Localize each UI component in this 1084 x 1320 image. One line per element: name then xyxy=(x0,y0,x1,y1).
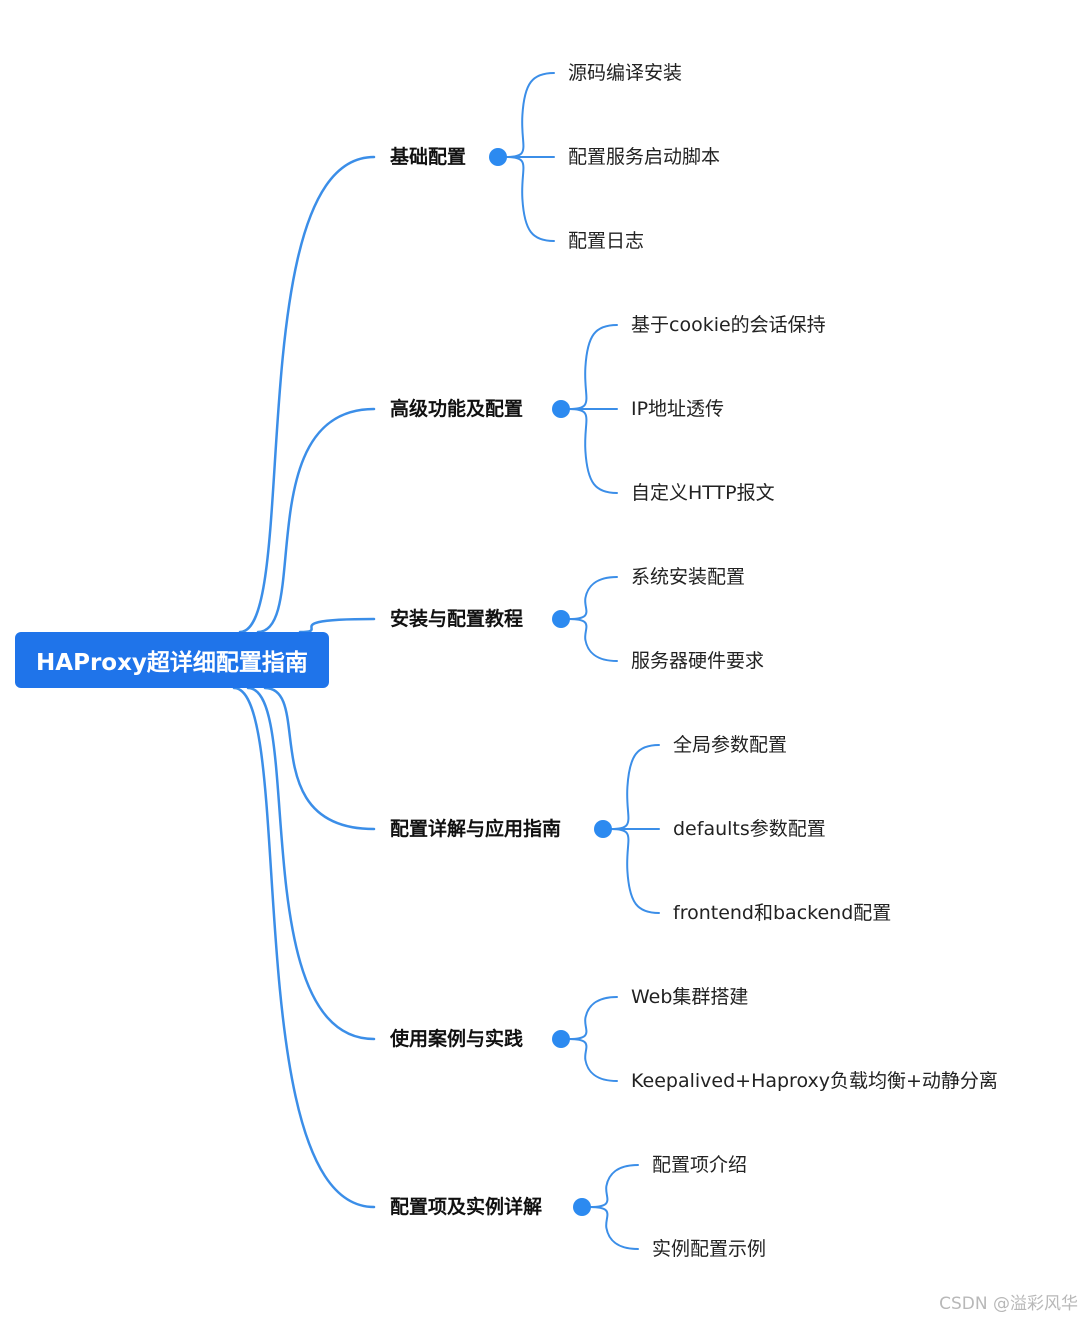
leaf-node[interactable]: IP地址透传 xyxy=(631,398,725,420)
branch-to-leaf-connector xyxy=(568,576,618,620)
leaf-node[interactable]: 全局参数配置 xyxy=(673,734,788,756)
root-to-branch-connector xyxy=(238,155,376,634)
branch-node-advanced-features[interactable]: 高级功能及配置 xyxy=(390,398,524,420)
branch-to-leaf-connector xyxy=(610,828,660,914)
leaf-node[interactable]: 配置服务启动脚本 xyxy=(568,146,721,168)
leaf-node[interactable]: 基于cookie的会话保持 xyxy=(631,314,826,336)
branch-to-leaf-connector xyxy=(589,1164,639,1208)
branch-to-leaf-connector xyxy=(610,744,660,830)
root-node[interactable]: HAProxy超详细配置指南 xyxy=(15,632,329,688)
root-to-branch-connector xyxy=(298,617,376,634)
branch-dot xyxy=(489,148,507,166)
branch-dot xyxy=(552,1030,570,1048)
branch-dot xyxy=(552,400,570,418)
branch-to-leaf-connector xyxy=(589,1206,639,1250)
branch-dot xyxy=(573,1198,591,1216)
root-to-branch-connector xyxy=(232,686,376,1209)
root-to-branch-connector xyxy=(256,407,376,634)
branch-dot xyxy=(594,820,612,838)
leaf-node[interactable]: frontend和backend配置 xyxy=(673,902,892,924)
leaf-node[interactable]: 服务器硬件要求 xyxy=(631,650,765,672)
branch-to-leaf-connector xyxy=(568,996,618,1040)
branch-to-leaf-connector xyxy=(568,408,618,494)
leaf-node[interactable]: 自定义HTTP报文 xyxy=(631,482,775,504)
branch-to-leaf-connector xyxy=(505,156,555,242)
branch-to-leaf-connector xyxy=(505,72,555,158)
leaf-node[interactable]: 配置日志 xyxy=(568,230,645,252)
leaf-node[interactable]: 源码编译安装 xyxy=(568,62,683,84)
leaf-node[interactable]: 实例配置示例 xyxy=(652,1238,767,1260)
branch-to-leaf-connector xyxy=(568,1038,618,1082)
watermark: CSDN @溢彩风华 xyxy=(939,1294,1078,1314)
root-to-branch-connector xyxy=(263,686,376,831)
leaf-node[interactable]: defaults参数配置 xyxy=(673,818,826,840)
branch-node-install-tutorial[interactable]: 安装与配置教程 xyxy=(390,608,524,630)
branch-node-config-items[interactable]: 配置项及实例详解 xyxy=(390,1196,543,1218)
branch-to-leaf-connector xyxy=(568,618,618,662)
branch-node-use-cases[interactable]: 使用案例与实践 xyxy=(390,1028,524,1050)
root-to-branch-connector xyxy=(246,686,376,1041)
branch-node-config-guide[interactable]: 配置详解与应用指南 xyxy=(390,818,562,840)
leaf-node[interactable]: 系统安装配置 xyxy=(631,566,746,588)
leaf-node[interactable]: 配置项介绍 xyxy=(652,1154,748,1176)
branch-node-basic-config[interactable]: 基础配置 xyxy=(390,146,467,168)
root-label: HAProxy超详细配置指南 xyxy=(36,650,308,676)
branch-to-leaf-connector xyxy=(568,324,618,410)
leaf-node[interactable]: Web集群搭建 xyxy=(631,986,749,1008)
leaf-node[interactable]: Keepalived+Haproxy负载均衡+动静分离 xyxy=(631,1070,998,1092)
branch-dot xyxy=(552,610,570,628)
